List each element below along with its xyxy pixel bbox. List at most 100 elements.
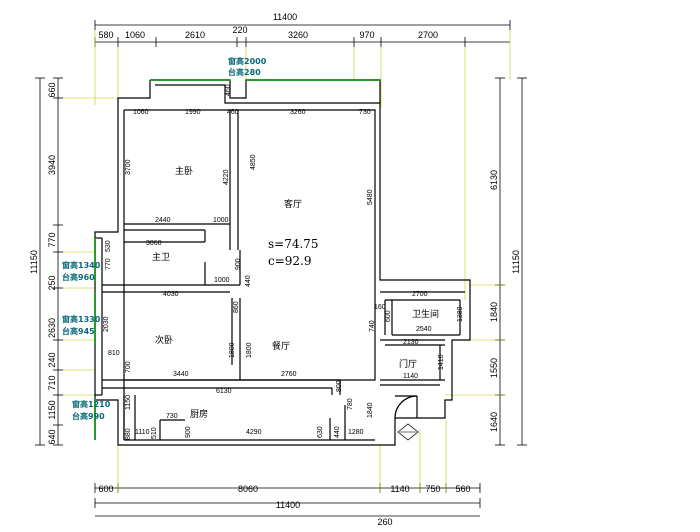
- extension-lines: [63, 30, 511, 493]
- left-total-dim: 11150: [29, 250, 39, 274]
- window-note: 窗高1330: [62, 314, 101, 324]
- inner-dim: 440: [334, 426, 341, 438]
- inner-dim: 1280: [348, 429, 364, 436]
- window-note: 台高990: [72, 411, 105, 421]
- left-seg-dim: 660: [47, 82, 57, 97]
- inner-dim: 5480: [367, 189, 374, 205]
- inner-dim: 730: [166, 413, 178, 420]
- bottom-seg-dim: 1140: [390, 484, 409, 494]
- bottom-total-dim: 11400: [276, 500, 300, 510]
- window-note: 台高945: [62, 326, 95, 336]
- left-seg-dim: 770: [47, 232, 57, 247]
- inner-dim: 810: [108, 350, 120, 357]
- inner-dim: 2030: [103, 316, 110, 332]
- inner-dim: 900: [185, 426, 192, 438]
- top-seg-dim: 1060: [125, 30, 145, 40]
- inner-dim: 3060: [146, 240, 162, 247]
- inner-dim: 1800: [229, 342, 236, 358]
- room-label-second-bedroom: 次卧: [155, 334, 173, 346]
- window-note: 窗高1340: [62, 260, 101, 270]
- inner-dim: 880: [125, 428, 132, 440]
- inner-dim: 860: [233, 301, 240, 313]
- bottom-seg-dim: 750: [425, 484, 440, 494]
- inner-dim: 3260: [290, 109, 306, 116]
- inner-dim: 700: [125, 361, 132, 373]
- top-seg-dim: 220: [232, 25, 247, 35]
- inner-dim: 630: [317, 426, 324, 438]
- inner-dim: 4290: [246, 429, 262, 436]
- room-label-master-bedroom: 主卧: [175, 165, 193, 177]
- inner-dim: 1800: [246, 342, 253, 358]
- inner-dim: 2130: [403, 339, 419, 346]
- inner-dim: 1060: [133, 109, 149, 116]
- inner-dim: 1410: [438, 354, 445, 370]
- left-seg-dim: 710: [47, 375, 57, 390]
- inner-dim: 1380: [457, 306, 464, 322]
- room-label-dining-room: 餐厅: [272, 340, 290, 352]
- window-note: 窗高2000: [228, 56, 267, 66]
- top-total-dim: 11400: [273, 12, 297, 22]
- inner-dim: 4850: [250, 154, 257, 170]
- right-seg-dim: 1550: [489, 358, 499, 378]
- left-seg-dim: 3940: [47, 155, 57, 175]
- left-seg-dim: 2630: [47, 318, 57, 338]
- right-seg-dim: 1840: [489, 302, 499, 322]
- left-seg-dim: 1150: [47, 400, 57, 419]
- inner-dim: 2700: [412, 291, 428, 298]
- inner-dim: 1110: [135, 429, 150, 436]
- entry-arrow-icon: [397, 423, 419, 441]
- window-note: 窗高1210: [72, 399, 111, 409]
- inner-dim: 2440: [155, 217, 171, 224]
- bottom-seg-dim: 560: [455, 484, 470, 494]
- top-seg-dim: 3260: [288, 30, 308, 40]
- right-top-dim: 6130: [489, 170, 499, 190]
- inner-dimensions: 1060 1990 460 3260 730 460 3700 4220 485…: [103, 84, 464, 440]
- inner-dim: 740: [369, 320, 376, 332]
- top-seg-dim: 2610: [185, 30, 205, 40]
- top-seg-dim: 2700: [418, 30, 438, 40]
- dimension-lines: [35, 20, 527, 517]
- bottom-seg-dim: 8060: [238, 484, 258, 494]
- area-c: c=92.9: [268, 254, 312, 268]
- area-s: s=74.75: [268, 237, 319, 251]
- inner-dim: 1000: [213, 217, 229, 224]
- inner-dim: 530: [105, 240, 112, 252]
- inner-dim: 460: [225, 84, 232, 96]
- inner-dim: 460: [227, 109, 239, 116]
- inner-dim: 2760: [281, 371, 297, 378]
- inner-dim: 1140: [403, 373, 418, 380]
- top-seg-dim: 580: [98, 30, 113, 40]
- inner-dim: 510: [151, 427, 158, 439]
- inner-dim: 780: [347, 398, 354, 410]
- inner-dim: 6130: [216, 388, 232, 395]
- left-seg-dim: 640: [47, 429, 57, 444]
- inner-dim: 4220: [223, 169, 230, 185]
- inner-dim: 160: [374, 304, 386, 311]
- inner-dim: 1000: [214, 277, 230, 284]
- inner-dim: 3700: [125, 159, 132, 175]
- window-note: 台高960: [62, 272, 95, 282]
- inner-dim: 800: [336, 380, 343, 392]
- inner-dim: 1840: [367, 402, 374, 418]
- inner-dim: 600: [385, 310, 392, 322]
- inner-dim: 4030: [163, 291, 179, 298]
- room-label-foyer: 门厅: [399, 358, 417, 370]
- inner-dim: 1990: [185, 109, 201, 116]
- room-label-kitchen: 厨房: [190, 408, 208, 420]
- inner-dim: 900: [235, 258, 242, 270]
- left-seg-dim: 250: [47, 275, 57, 290]
- bottom-seg-dim: 600: [98, 484, 113, 494]
- top-seg-dim: 970: [359, 30, 374, 40]
- inner-dim: 770: [105, 258, 112, 270]
- inner-dim: 440: [245, 275, 252, 287]
- right-total-dim: 11150: [511, 250, 521, 274]
- room-label-master-bath: 主卫: [152, 251, 170, 263]
- window-note: 台高280: [228, 67, 261, 77]
- room-label-living-room: 客厅: [284, 198, 302, 210]
- inner-dim: 2540: [416, 326, 432, 333]
- right-seg-dim: 1640: [489, 412, 499, 432]
- left-seg-dim: 240: [47, 352, 57, 367]
- inner-dim: 3440: [173, 371, 189, 378]
- inner-dim: 1150: [125, 395, 132, 410]
